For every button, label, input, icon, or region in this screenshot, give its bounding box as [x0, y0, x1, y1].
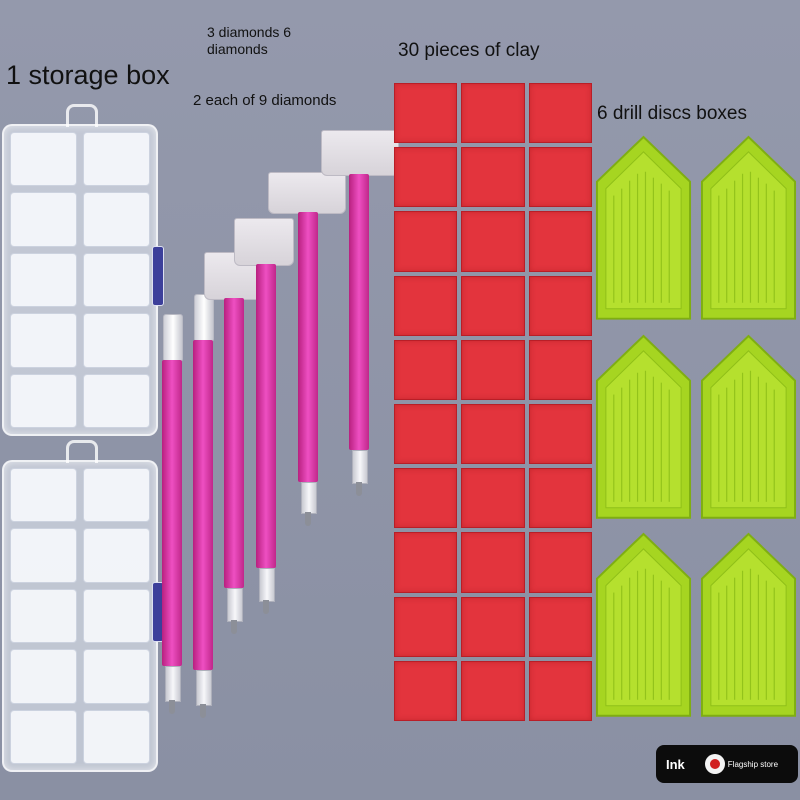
- brand-ink-text: Ink: [666, 756, 685, 772]
- storage-box: [2, 440, 164, 772]
- drill-discs-label: 6 drill discs boxes: [597, 103, 747, 124]
- drill-pen: [234, 218, 294, 614]
- storage-box-label: 1 storage box: [6, 60, 170, 90]
- drill-disc: [699, 134, 798, 323]
- drill-disc: [699, 531, 798, 720]
- drill-disc: [699, 333, 798, 522]
- drill-pen: [268, 172, 346, 526]
- diamonds-3-6-label: 3 diamonds 6 diamonds: [207, 24, 292, 57]
- box-clasp: [152, 246, 164, 306]
- brand-store-text: Flagship store: [727, 759, 779, 769]
- diamonds-2x9-label: 2 each of 9 diamonds: [193, 92, 337, 109]
- drill-pen: [191, 294, 215, 718]
- drill-pen: [204, 252, 262, 634]
- box-compartments: [10, 468, 150, 764]
- drill-pen: [321, 130, 399, 496]
- drill-disc: [594, 134, 693, 323]
- clay-label: 30 pieces of clay: [398, 40, 540, 61]
- drill-discs: [594, 134, 798, 720]
- box-compartments: [10, 132, 150, 428]
- brand-badge: Ink Flagship store: [656, 745, 798, 783]
- clay-pieces: [394, 83, 592, 721]
- box-hook: [66, 104, 98, 127]
- drill-disc: [594, 333, 693, 522]
- box-hook: [66, 440, 98, 463]
- drill-disc: [594, 531, 693, 720]
- brand-logo-icon: [704, 754, 725, 774]
- drill-pen: [160, 314, 184, 714]
- storage-box: [2, 104, 164, 436]
